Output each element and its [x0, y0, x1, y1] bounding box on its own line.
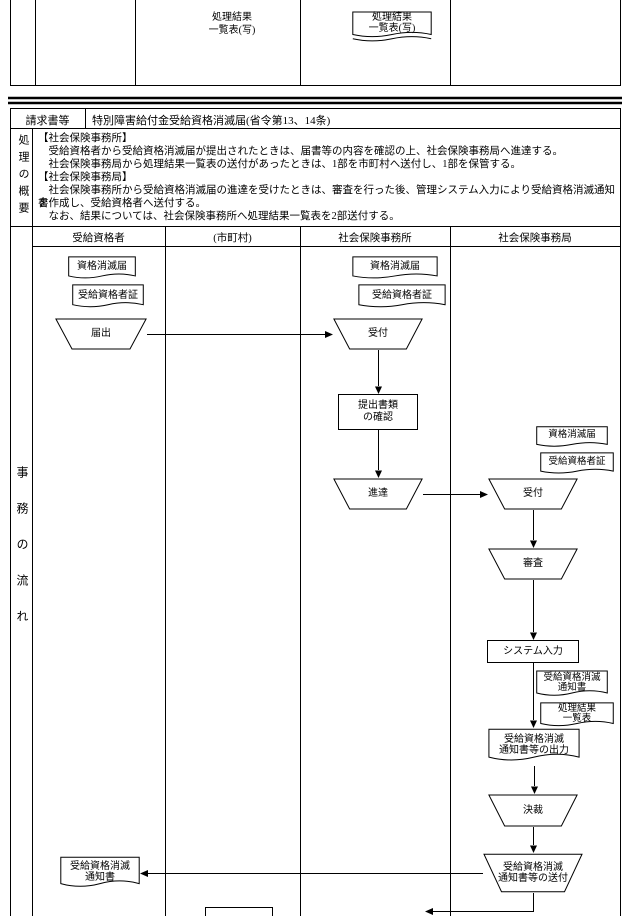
trapezoid-outline	[483, 853, 583, 893]
process-label: 審査	[523, 558, 543, 570]
process-submit: 届出	[55, 318, 147, 350]
arrowheads	[140, 331, 538, 915]
section-divider	[8, 96, 622, 105]
document-outline	[488, 728, 580, 766]
doc-label: 資格消滅届	[77, 261, 127, 273]
trapezoid-outline	[488, 794, 578, 827]
process-label: 受給資格消滅 通知書等の送付	[498, 861, 568, 885]
summary-line: 【社会保険事務局】	[38, 172, 133, 183]
summary-row-label: 処理の概要	[17, 134, 29, 219]
flow-column-header-insurance-office: 社会保険事務所	[338, 233, 412, 244]
document-outline	[60, 856, 140, 892]
doc-label: 受給資格者証	[548, 456, 606, 467]
trapezoid-outline	[488, 548, 578, 580]
doc-label: 受給資格消滅 通知書	[543, 672, 601, 694]
flow-column-header-insurance-bureau: 社会保険事務局	[498, 233, 572, 244]
doc-label: 受給資格消滅 通知書	[70, 860, 130, 884]
top-doc-text-result-list-copy: 処理結果 一覧表(写)	[208, 12, 256, 36]
process-review: 審査	[488, 548, 578, 580]
doc-label: 資格消滅届	[548, 430, 596, 441]
doc-label: 処理結果 一覧表	[557, 703, 596, 725]
document-outline	[352, 11, 432, 43]
doc-beneficiary-certificate: 受給資格者証	[72, 284, 144, 311]
document-outline	[536, 426, 608, 450]
process-label: 決裁	[523, 804, 543, 816]
process-label: 受付	[523, 488, 543, 500]
doc-loss-notification-office: 資格消滅届	[352, 256, 438, 282]
process-output-notice: 受給資格消滅 通知書等の出力	[488, 728, 580, 766]
doc-loss-notice-output: 受給資格消滅 通知書	[536, 670, 608, 700]
doc-beneficiary-certificate-office: 受給資格者証	[358, 284, 446, 311]
request-row-value: 特別障害給付金受給資格消滅届(省令第13、14条)	[92, 115, 331, 127]
document-outline	[536, 670, 608, 700]
summary-line: なお、結果については、社会保険事務所へ処理結果一覧表を2部送付する。	[38, 211, 400, 222]
summary-line: 社会保険事務局から処理結果一覧表の送付があったときは、1部を市町村へ送付し、1部…	[38, 159, 521, 170]
document-outline	[358, 284, 446, 311]
process-accept-bureau: 受付	[488, 478, 578, 510]
document-outline	[68, 256, 136, 282]
flow-row-label: 事務の流れ	[15, 466, 29, 646]
summary-line: 【社会保険事務所】	[38, 133, 133, 144]
next-section-shape-partial	[205, 907, 273, 916]
trapezoid-outline	[55, 318, 147, 350]
summary-line: 社会保険事務所から受給資格消滅届の進達を受けたときは、審査を行った後、管理システ…	[38, 185, 615, 209]
process-forward: 進達	[333, 478, 423, 510]
process-label: 受給資格消滅 通知書等の出力	[499, 733, 569, 757]
process-approval: 決裁	[488, 794, 578, 827]
doc-beneficiary-certificate-bureau: 受給資格者証	[540, 452, 614, 477]
process-label: 受付	[368, 328, 388, 340]
request-row-label: 請求書等	[25, 115, 70, 127]
top-doc-shape-result-list-copy: 処理結果 一覧表(写)	[352, 11, 432, 43]
doc-result-list: 処理結果 一覧表	[540, 702, 614, 730]
doc-label: 受給資格者証	[372, 289, 432, 301]
trapezoid-outline	[488, 478, 578, 510]
doc-label: 資格消滅届	[370, 261, 420, 273]
summary-line: 受給資格者から受給資格消滅届が提出されたときは、届書等の内容を確認の上、社会保険…	[38, 146, 563, 157]
process-label: 届出	[91, 328, 111, 340]
doc-loss-notification-beneficiary: 資格消滅届	[68, 256, 136, 282]
flow-column-header-beneficiary: 受給資格者	[72, 233, 125, 244]
process-system-input: システム入力	[487, 640, 579, 663]
document-outline	[352, 256, 438, 282]
doc-label: 処理結果 一覧表(写)	[368, 11, 416, 35]
doc-loss-notification-bureau: 資格消滅届	[536, 426, 608, 450]
process-label: 進達	[368, 488, 388, 500]
doc-label: 受給資格者証	[78, 289, 138, 301]
doc-loss-notice-beneficiary: 受給資格消滅 通知書	[60, 856, 140, 892]
trapezoid-outline	[333, 478, 423, 510]
process-send-notice: 受給資格消滅 通知書等の送付	[483, 853, 583, 893]
process-accept-office: 受付	[333, 318, 423, 350]
summary-line: を作成し、受給資格者へ送付する。	[38, 198, 206, 209]
flow-column-header-municipality: (市町村)	[213, 233, 252, 244]
document-outline	[540, 452, 614, 477]
document-outline	[540, 702, 614, 730]
trapezoid-outline	[333, 318, 423, 350]
document-outline	[72, 284, 144, 311]
process-check-documents: 提出書類 の確認	[338, 394, 418, 430]
